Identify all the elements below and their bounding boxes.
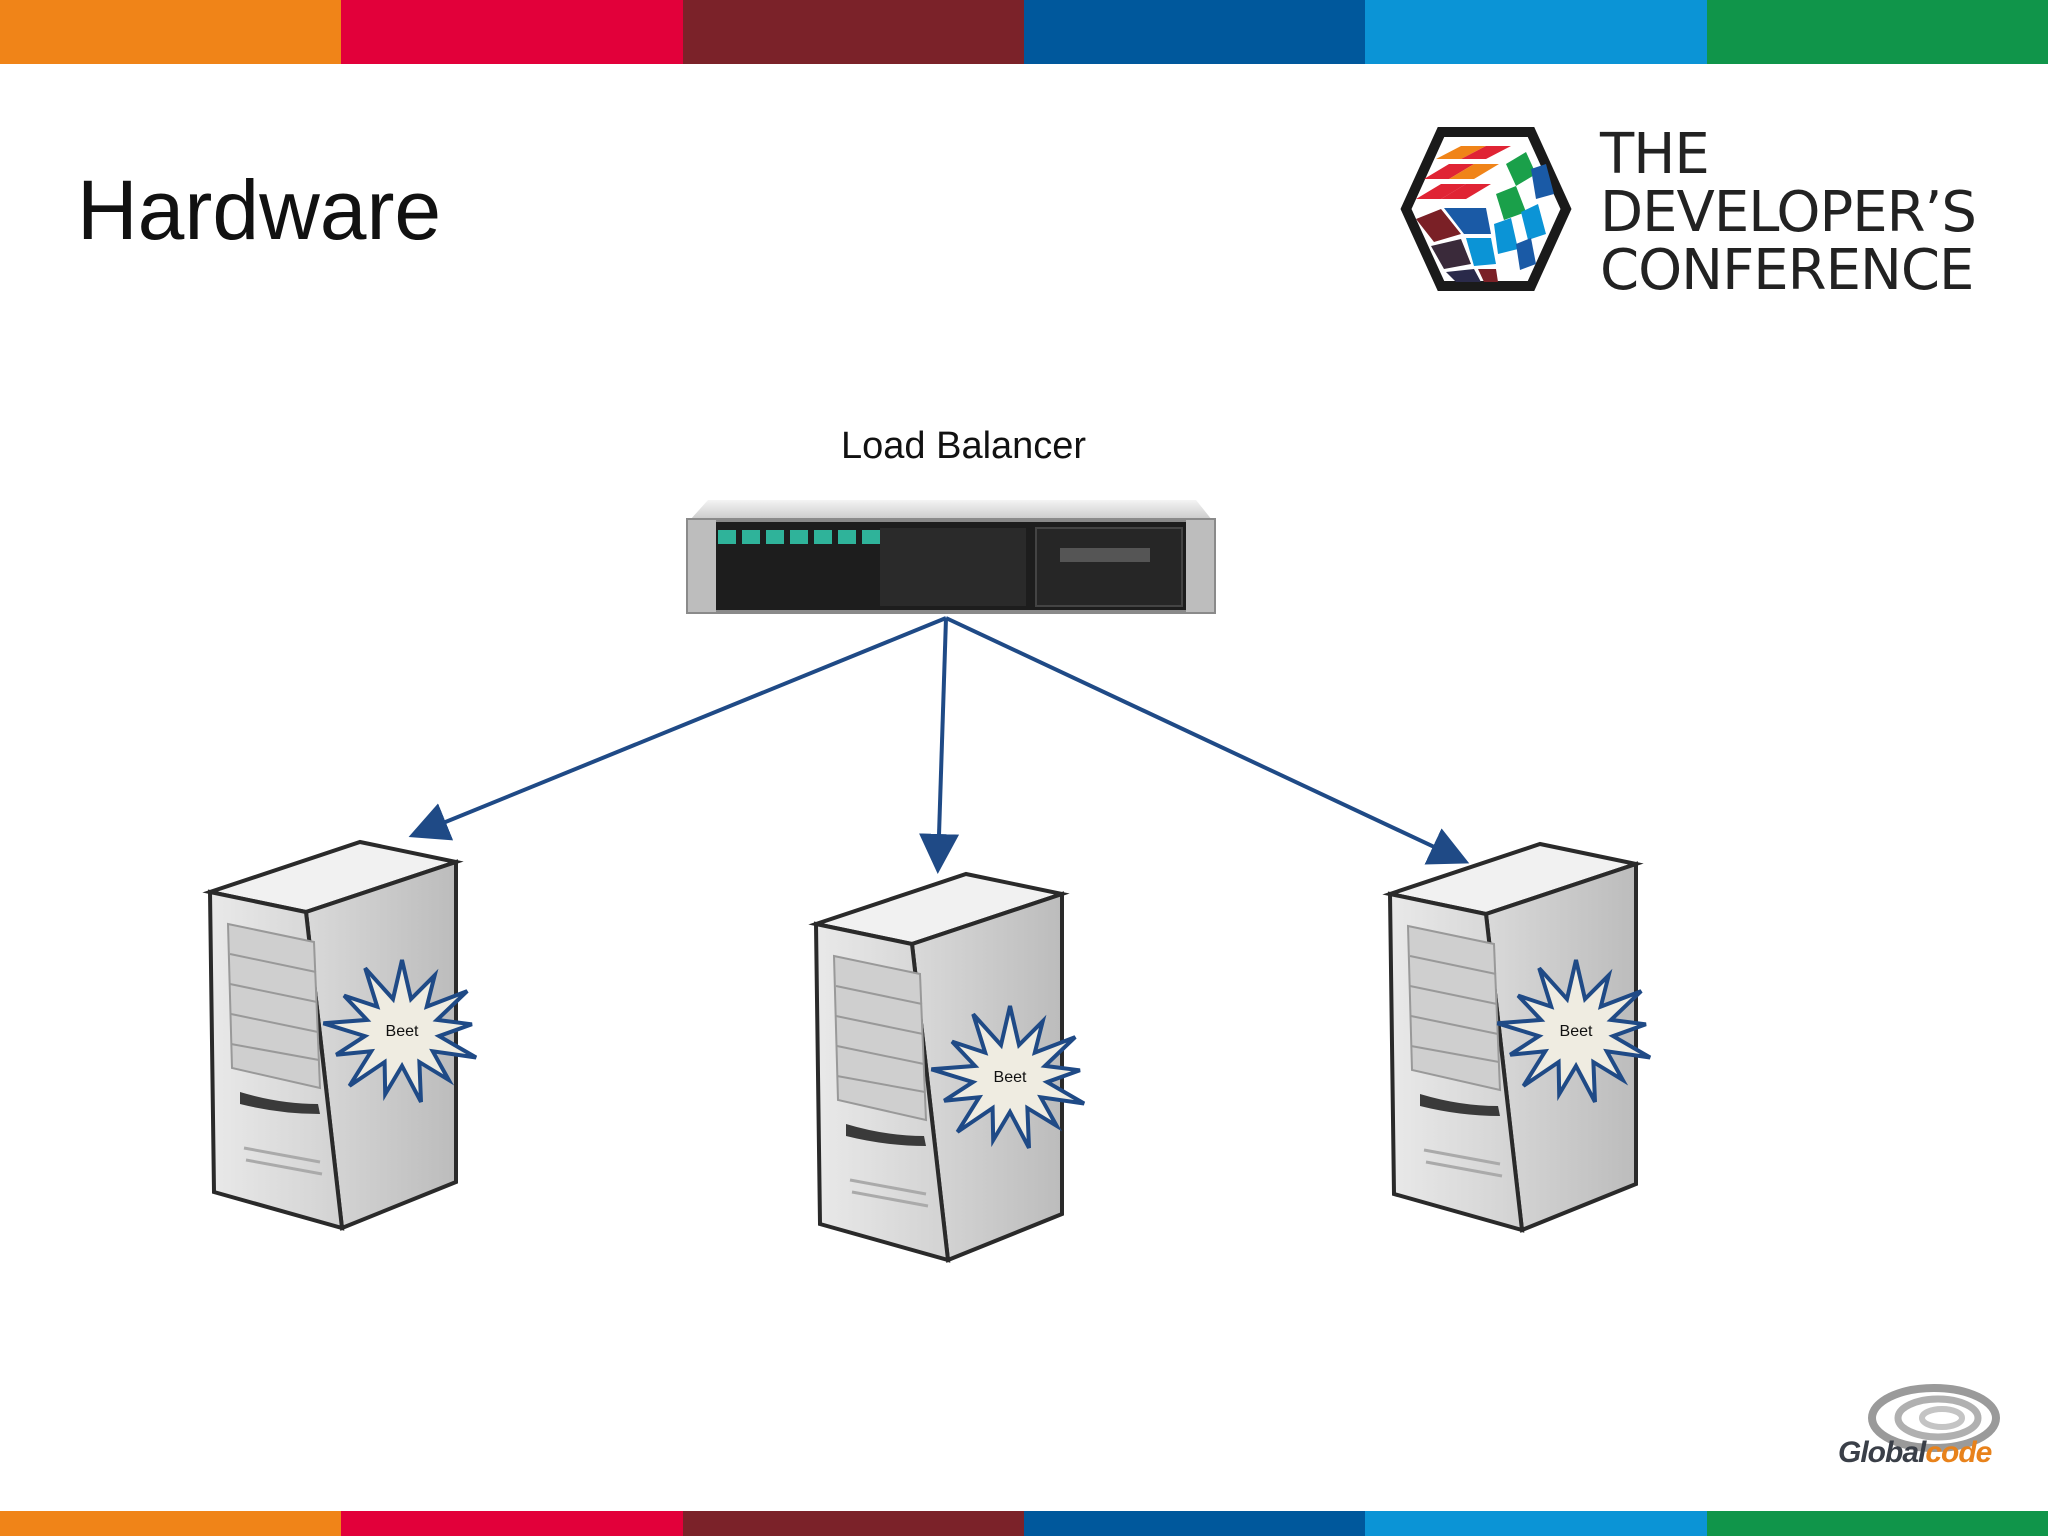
conference-logo-icon (1400, 127, 1572, 291)
conference-logo-text: THE DEVELOPER’S CONFERENCE (1600, 122, 1977, 303)
load-balancer-server-icon (686, 500, 1216, 614)
cube-face-top (1416, 146, 1511, 199)
globalcode-logo-text: Globalcode (1838, 1436, 1992, 1470)
stripe-segment (682, 1511, 1024, 1536)
server-3-label: Beet (1559, 1023, 1593, 1040)
arrow-to-server-3 (945, 616, 1470, 865)
stripe-segment (1023, 1511, 1366, 1536)
top-color-stripe (0, 0, 2048, 64)
logo-line: THE (1600, 122, 1710, 187)
server-tower-icon (202, 839, 464, 1231)
load-balancer-label: Load Balancer (841, 425, 1087, 467)
stripe-segment (1023, 0, 1366, 64)
stripe-segment (0, 0, 342, 64)
arrow-to-server-1 (408, 616, 947, 841)
server-2-label: Beet (993, 1069, 1027, 1086)
stripe-segment (682, 0, 1024, 64)
starburst-shape (322, 959, 478, 1103)
starburst-shape (930, 1005, 1086, 1149)
cube-face-bottom (1416, 208, 1498, 282)
arrow-to-server-2 (919, 617, 960, 874)
bottom-color-stripe (0, 1511, 2048, 1536)
slide-title: Hardware (77, 163, 442, 257)
stripe-segment (1706, 0, 2048, 64)
stripe-segment (341, 1511, 683, 1536)
stripe-segment (341, 0, 683, 64)
server-1-label: Beet (385, 1023, 419, 1040)
globalcode-swirl-icon (1868, 1384, 2000, 1452)
starburst-shape (1496, 959, 1652, 1103)
stripe-segment (1365, 0, 1707, 64)
stripe-segment (1706, 1511, 2048, 1536)
drive-bays (718, 530, 880, 544)
stripe-segment (0, 1511, 342, 1536)
logo-line: CONFERENCE (1600, 238, 1974, 303)
logo-line: DEVELOPER’S (1600, 180, 1977, 245)
stripe-segment (1365, 1511, 1707, 1536)
globalcode-text-part1: Global (1838, 1436, 1926, 1469)
globalcode-text-part2: code (1925, 1436, 1992, 1469)
cube-face-right (1494, 152, 1554, 270)
